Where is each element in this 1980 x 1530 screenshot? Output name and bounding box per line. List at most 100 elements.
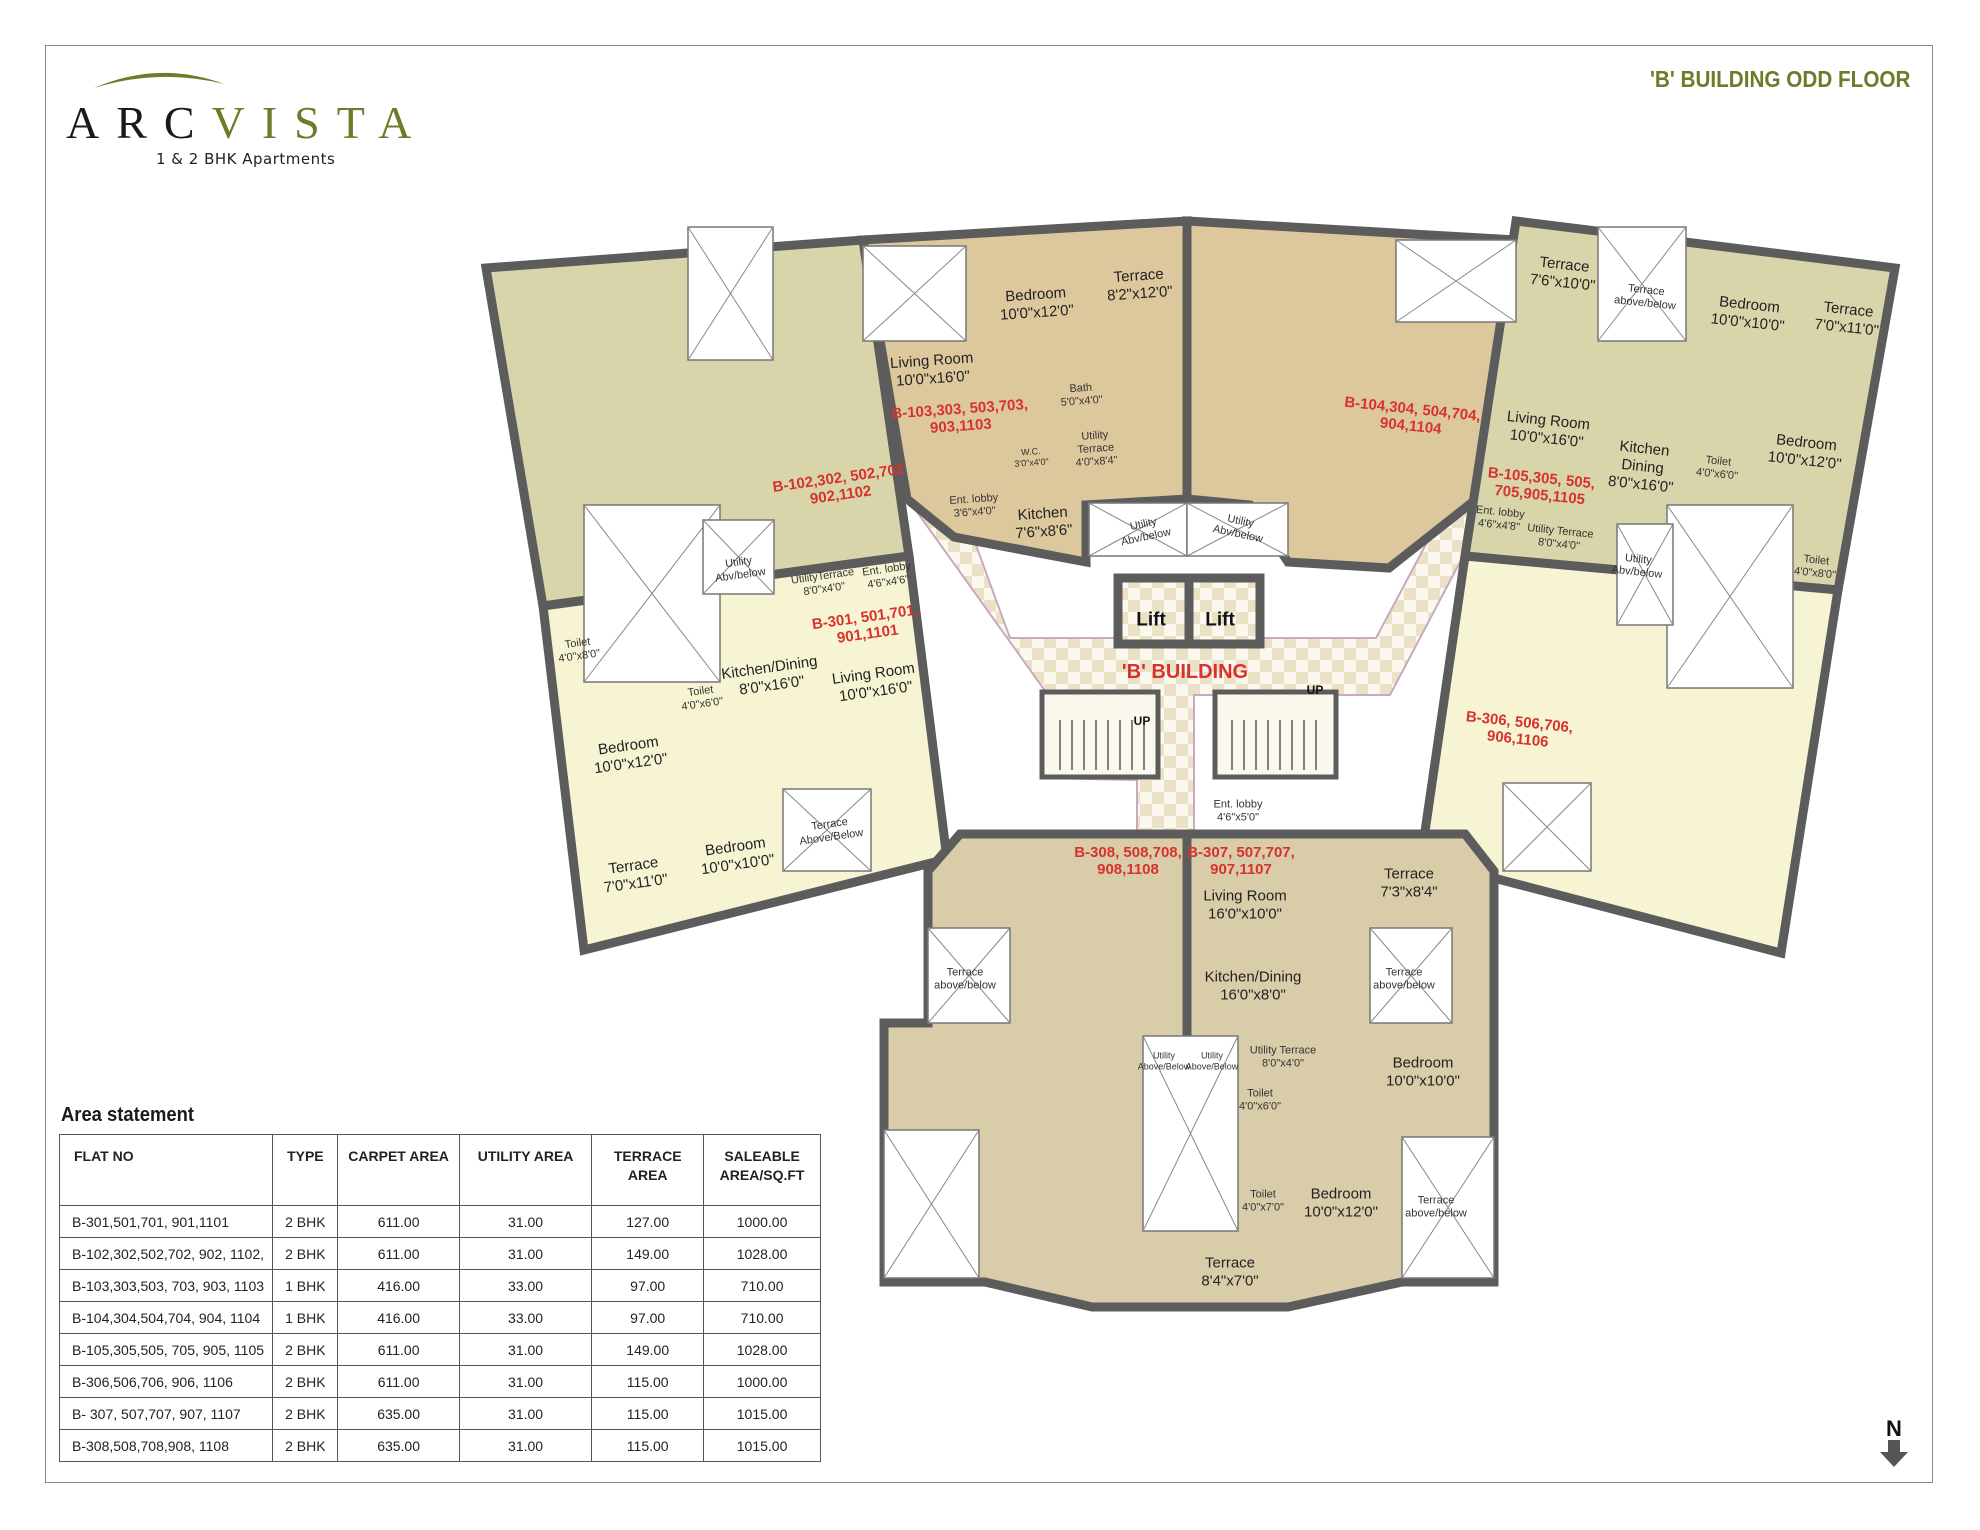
table-cell: 1 BHK <box>272 1301 339 1334</box>
label-line: Above/Below <box>1138 1062 1191 1072</box>
label-line: above/below <box>1373 979 1435 991</box>
table-cell: B- 307, 507,707, 907, 1107 <box>58 1397 274 1430</box>
small-label: Ent. lobby3'6"x4'0" <box>949 492 1000 520</box>
label-line: Above/Below <box>1186 1062 1239 1072</box>
room-label: Kitchen7'6"x8'6" <box>1014 503 1074 542</box>
label-line: 8'0"x4'0" <box>1262 1057 1304 1069</box>
table-cell: 416.00 <box>337 1301 460 1334</box>
label-line: Bath <box>1069 382 1092 396</box>
open-shafts <box>583 226 1794 1279</box>
open-to-sky-shaft <box>1369 927 1453 1024</box>
label-line: 7'6"x10'0" <box>1529 271 1596 295</box>
label-line: 3'0"x4'0" <box>1014 456 1049 468</box>
label-line: 10'0"x12'0" <box>999 302 1074 324</box>
label-line: 4'0"x6'0" <box>1695 466 1738 482</box>
arcvista-logo: ARCVISTA 1 & 2 BHK Apartments <box>64 66 444 176</box>
label-line: Terrace <box>1418 1194 1455 1206</box>
label-line: above/below <box>934 979 996 991</box>
room-label: Living Room10'0"x16'0" <box>890 349 976 390</box>
open-to-sky-shaft <box>1616 523 1674 626</box>
label-line: Utility <box>724 554 753 570</box>
label-line: Bedroom <box>1718 293 1780 316</box>
table-cell: 115.00 <box>591 1365 705 1398</box>
open-to-sky-shaft <box>702 519 775 595</box>
label-line: 4'0"x6'0" <box>1239 1100 1281 1112</box>
up-label: UP <box>1307 683 1324 697</box>
open-to-sky-shaft <box>1401 1136 1495 1279</box>
column-header: CARPET AREA <box>337 1134 460 1206</box>
table-cell: B-103,303,503, 703, 903, 1103 <box>58 1269 274 1302</box>
table-cell: 611.00 <box>337 1333 460 1366</box>
label-line: Terrace <box>1823 299 1875 321</box>
label-line: Bedroom <box>1311 1185 1372 1202</box>
label-line: Toilet <box>687 684 714 699</box>
small-label: Toilet4'0"x6'0" <box>1695 453 1739 482</box>
table-cell: 710.00 <box>703 1269 821 1302</box>
small-label: UtilityTerrace4'0"x8'4" <box>1073 428 1118 469</box>
area-statement-title: Area statement <box>61 1104 194 1126</box>
table-cell: 97.00 <box>591 1269 705 1302</box>
table-cell: 2 BHK <box>272 1205 339 1238</box>
label-line: UP <box>1307 683 1324 697</box>
label-line: Ent. lobby <box>949 492 999 507</box>
table-cell: 2 BHK <box>272 1397 339 1430</box>
north-label: N <box>1886 1416 1902 1441</box>
table-cell: 2 BHK <box>272 1237 339 1270</box>
table-cell: 1000.00 <box>703 1365 821 1398</box>
small-label: Toilet4'0"x8'0" <box>1793 552 1837 581</box>
room-label: Terrace7'6"x10'0" <box>1529 253 1598 295</box>
label-line: 4'0"x8'0" <box>558 647 601 665</box>
table-cell: 33.00 <box>458 1269 593 1302</box>
column-header: FLAT NO <box>58 1134 274 1206</box>
label-line: Terrace <box>607 854 659 878</box>
open-to-sky-shaft <box>1395 239 1517 323</box>
label-line: 8'2"x12'0" <box>1107 283 1174 305</box>
table-cell: 149.00 <box>591 1333 705 1366</box>
stair-treads <box>1059 720 1317 770</box>
table-cell: 2 BHK <box>272 1429 339 1462</box>
label-line: 4'6"x5'0" <box>1217 811 1259 823</box>
logo-arc-icon <box>94 72 224 88</box>
table-cell: 1 BHK <box>272 1269 339 1302</box>
page-frame <box>45 45 1933 1483</box>
table-cell: 97.00 <box>591 1301 705 1334</box>
label-line: Utility <box>1201 1051 1223 1061</box>
label-line: Terrace <box>947 966 984 978</box>
label-line: Terrace <box>811 816 849 833</box>
label-line: 904,1104 <box>1379 415 1443 438</box>
label-line: Living Room <box>1203 887 1286 904</box>
label-line: Utility <box>1624 552 1652 567</box>
label-line: Kitchen/Dining <box>1205 968 1302 985</box>
label-line: 16'0"x10'0" <box>1208 905 1282 922</box>
label-line: Utility <box>1226 513 1255 530</box>
logo-arc-text: ARC <box>66 97 212 148</box>
table-cell: B-308,508,708,908, 1108 <box>58 1429 274 1462</box>
staircase-left <box>1039 689 1161 780</box>
label-line: Lift <box>1205 610 1235 631</box>
open-to-sky-shaft <box>782 788 872 872</box>
label-line: B-308, 508,708, <box>1074 844 1182 861</box>
label-line: 4'6"x4'6" <box>867 573 910 591</box>
table-cell: 149.00 <box>591 1237 705 1270</box>
table-cell: 31.00 <box>458 1365 593 1398</box>
label-line: 903,1103 <box>929 416 992 437</box>
label-line: Terrace <box>1539 254 1591 276</box>
table-cell: 710.00 <box>703 1301 821 1334</box>
label-line: 8'4"x7'0" <box>1201 1272 1258 1289</box>
table-cell: 2 BHK <box>272 1333 339 1366</box>
lift-shaft-2 <box>1184 573 1265 649</box>
label-line: Toilet <box>564 636 591 651</box>
label-line: 4'0"x6'0" <box>681 695 724 713</box>
label-line: Utility <box>1153 1051 1175 1061</box>
